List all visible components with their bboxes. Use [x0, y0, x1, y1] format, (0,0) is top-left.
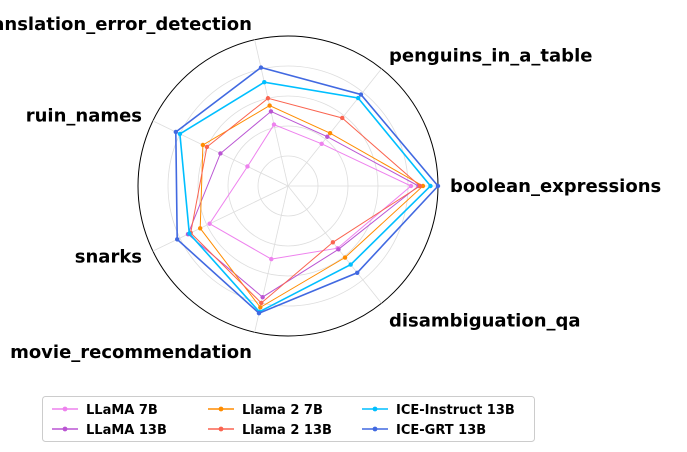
data-point — [173, 129, 179, 135]
radar-series — [173, 65, 441, 316]
legend-label: Llama 2 13B — [242, 423, 332, 438]
data-point — [258, 305, 263, 310]
data-point — [187, 231, 192, 236]
legend-item: Llama 2 7B — [208, 403, 323, 418]
data-point — [327, 131, 333, 136]
data-point — [197, 226, 203, 231]
axis-labels: boolean_expressions penguins_in_a_table sa… — [0, 14, 661, 363]
data-point — [348, 262, 353, 267]
series-line — [199, 105, 424, 309]
data-point — [258, 65, 264, 70]
data-point — [267, 103, 272, 108]
data-point — [330, 240, 336, 245]
series-line — [174, 66, 440, 315]
series-llama-2-7b — [197, 103, 426, 310]
series-llama-7b — [207, 122, 414, 262]
legend-swatch-marker — [62, 406, 68, 412]
axis-label-salient_translation_error_detection: salient_translation_error_detection — [0, 14, 252, 35]
series-ice-grt-13b — [173, 65, 441, 316]
legend-swatch-marker — [372, 406, 378, 412]
data-point — [268, 109, 274, 114]
data-point — [358, 92, 364, 97]
series-line — [208, 123, 412, 260]
legend-label: LLaMA 13B — [86, 423, 167, 438]
data-point — [177, 131, 183, 137]
axis-label-penguins_in_a_table: penguins_in_a_table — [389, 45, 592, 66]
data-point — [265, 96, 271, 101]
legend-item: LLaMA 7B — [52, 403, 158, 418]
data-point — [245, 164, 250, 169]
axis-label-boolean_expressions: boolean_expressions — [450, 176, 661, 197]
series-line — [187, 110, 420, 298]
data-point — [355, 270, 360, 275]
data-point — [256, 311, 262, 316]
legend-label: ICE-Instruct 13B — [396, 403, 515, 418]
data-point — [417, 183, 423, 189]
data-point — [319, 141, 324, 146]
axis-label-movie_recommendation: movie_recommendation — [10, 342, 252, 363]
data-point — [435, 183, 441, 189]
series-llama-13b — [185, 109, 421, 300]
data-point — [336, 247, 341, 252]
data-point — [260, 294, 265, 300]
legend-label: LLaMA 7B — [86, 403, 158, 418]
grid-spoke — [287, 68, 382, 187]
series-llama-2-13b — [188, 96, 423, 306]
axis-label-snarks: snarks — [75, 246, 142, 267]
legend-swatch-marker — [218, 426, 224, 432]
legend-label: ICE-GRT 13B — [396, 423, 486, 438]
data-point — [207, 221, 212, 226]
data-point — [355, 95, 361, 101]
axis-label-ruin_names: ruin_names — [26, 106, 142, 127]
data-point — [428, 183, 433, 189]
grid-spoke — [152, 185, 289, 252]
legend-swatch-marker — [372, 426, 378, 432]
data-point — [340, 115, 345, 121]
legend-item: Llama 2 13B — [208, 423, 332, 438]
axis-label-disambiguation_qa: disambiguation_qa — [389, 311, 581, 332]
legend: LLaMA 7B LLaMA 13B Llama 2 7B Llama 2 13B IC… — [42, 396, 535, 442]
data-point — [271, 122, 277, 127]
data-point — [174, 237, 180, 242]
legend-item: ICE-Instruct 13B — [362, 403, 515, 418]
legend-item: LLaMA 13B — [52, 423, 167, 438]
series-line — [179, 81, 432, 313]
series-line — [190, 97, 421, 304]
legend-label: Llama 2 7B — [242, 403, 323, 418]
legend-item: ICE-GRT 13B — [362, 423, 486, 438]
data-point — [200, 142, 206, 148]
data-point — [342, 255, 348, 260]
legend-box — [42, 396, 535, 442]
data-point — [408, 183, 414, 189]
data-point — [204, 144, 210, 150]
data-point — [259, 300, 264, 306]
data-point — [218, 151, 223, 156]
data-point — [325, 134, 330, 139]
legend-swatch-marker — [62, 426, 68, 432]
data-point — [262, 79, 267, 85]
data-point — [269, 256, 274, 262]
series-ice-instruct-13b — [177, 79, 433, 314]
legend-swatch-marker — [218, 406, 224, 412]
grid-spoke — [287, 185, 382, 304]
